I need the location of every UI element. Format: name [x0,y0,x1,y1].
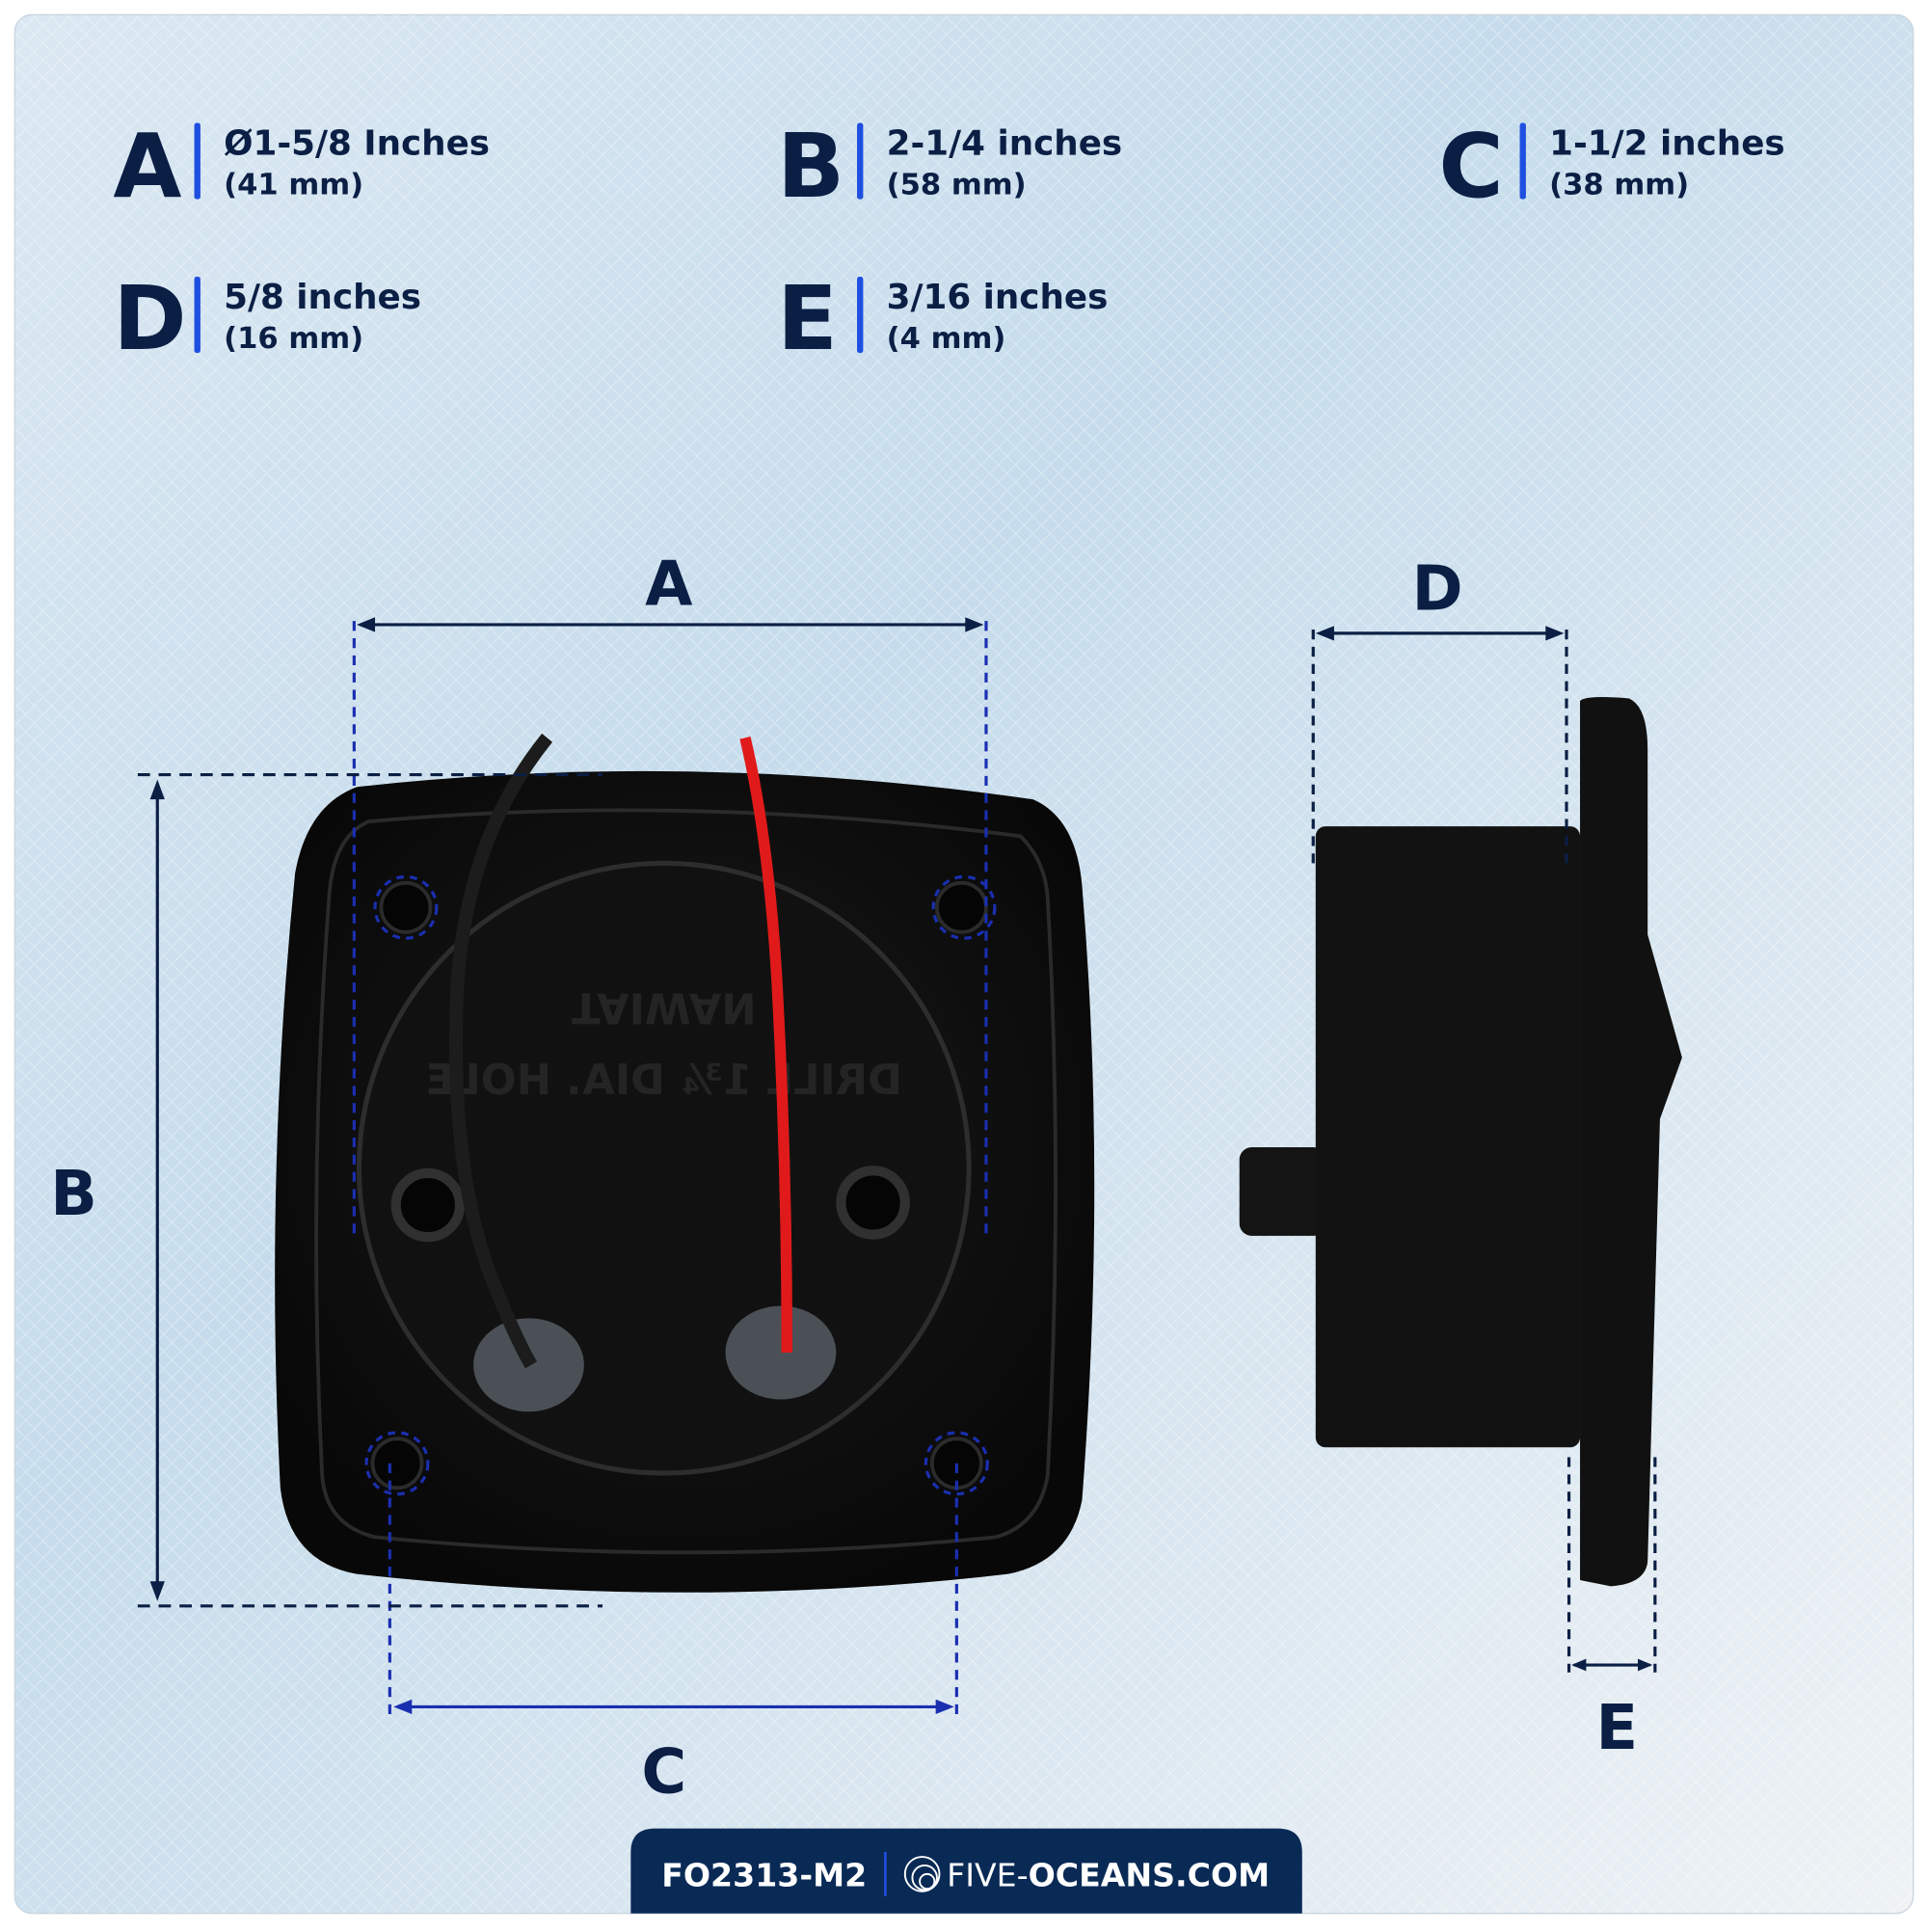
svg-text:Ø1-5/8 Inches: Ø1-5/8 Inches [224,124,490,164]
arrowheads [149,617,1653,1715]
label-b: B [50,1159,97,1230]
dimension-lines [137,621,1657,1722]
label-e: E [1596,1693,1639,1764]
brand-bold: OCEANS.COM [1029,1857,1271,1894]
spec-b: B 2-1/4 inches (58 mm) [777,115,1122,218]
spec-d: D 5/8 inches (16 mm) [113,267,421,370]
product-back-view: DRILL 1¾ DIA. HOLE TAIWAN [275,733,1095,1593]
five-oceans-logo-icon [903,1856,941,1892]
svg-text:(38 mm): (38 mm) [1549,169,1689,202]
svg-text:DRILL 1¾ DIA. HOLE: DRILL 1¾ DIA. HOLE [426,1057,902,1105]
svg-text:(58 mm): (58 mm) [887,169,1027,202]
footer-banner: FO2313-M2 FIVE-OCEANS.COM [630,1828,1302,1914]
svg-text:2-1/4 inches: 2-1/4 inches [887,124,1123,164]
svg-text:E: E [777,267,838,370]
emboss-text: DRILL 1¾ DIA. HOLE TAIWAN [426,983,902,1106]
spec-c: C 1-1/2 inches (38 mm) [1438,115,1784,218]
svg-text:TAIWAN: TAIWAN [572,983,757,1032]
label-a: A [645,550,693,621]
red-wire [739,736,793,1354]
product-side-view [1239,697,1682,1587]
spec-a: A Ø1-5/8 Inches (41 mm) [113,115,490,218]
svg-text:A: A [113,115,181,218]
svg-text:(41 mm): (41 mm) [224,169,363,202]
svg-text:3/16 inches: 3/16 inches [887,278,1109,317]
svg-text:1-1/2 inches: 1-1/2 inches [1549,124,1785,164]
brand-light: FIVE- [947,1857,1028,1894]
label-d: D [1412,554,1463,626]
svg-text:(4 mm): (4 mm) [887,322,1006,356]
svg-text:5/8 inches: 5/8 inches [224,278,421,317]
svg-text:(16 mm): (16 mm) [224,322,363,356]
svg-text:C: C [1438,115,1503,218]
black-wire [448,733,553,1369]
label-c: C [641,1737,686,1809]
svg-text:D: D [113,267,186,370]
svg-text:B: B [777,115,844,218]
sku-label: FO2313-M2 [661,1857,867,1894]
svg-text:FIVE-OCEANS.COM: FIVE-OCEANS.COM [947,1857,1270,1894]
spec-e: E 3/16 inches (4 mm) [777,267,1108,370]
